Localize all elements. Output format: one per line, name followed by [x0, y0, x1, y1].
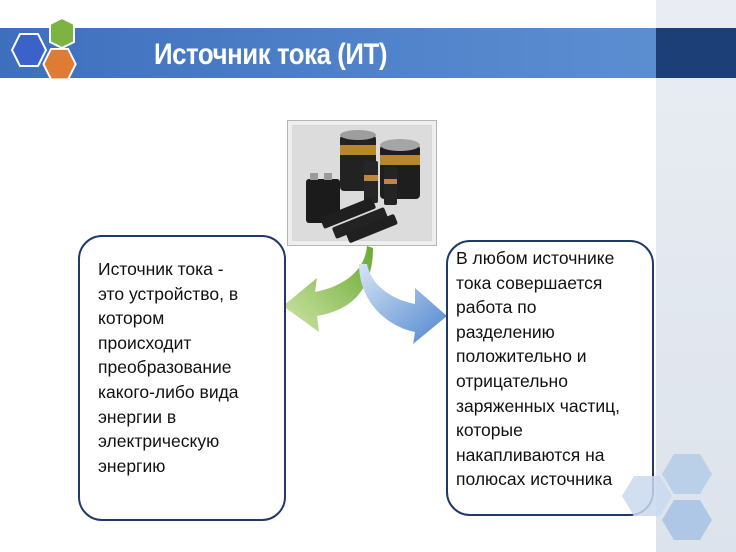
right-arrow-icon — [359, 264, 447, 344]
decorative-hexagons — [622, 454, 712, 540]
title-bar — [0, 28, 656, 78]
hexagon-logo-icon — [10, 16, 77, 81]
left-arrow-icon — [283, 246, 373, 332]
battery-icon — [293, 126, 431, 243]
hexagon-icon — [622, 476, 672, 516]
hexagon-icon — [662, 500, 712, 540]
slide-title: Источник тока (ИТ) — [154, 38, 388, 71]
hexagon-icon — [662, 454, 712, 494]
definition-text: Источник тока - это устройство, в которо… — [98, 259, 239, 476]
definition-box: Источник тока - это устройство, в которо… — [78, 235, 286, 521]
batteries-photo — [287, 120, 437, 246]
title-bar-accent — [656, 28, 736, 78]
explanation-box: В любом источнике тока совершается работ… — [446, 240, 654, 516]
curved-arrows — [283, 246, 447, 344]
explanation-text: В любом источнике тока совершается работ… — [456, 248, 621, 490]
